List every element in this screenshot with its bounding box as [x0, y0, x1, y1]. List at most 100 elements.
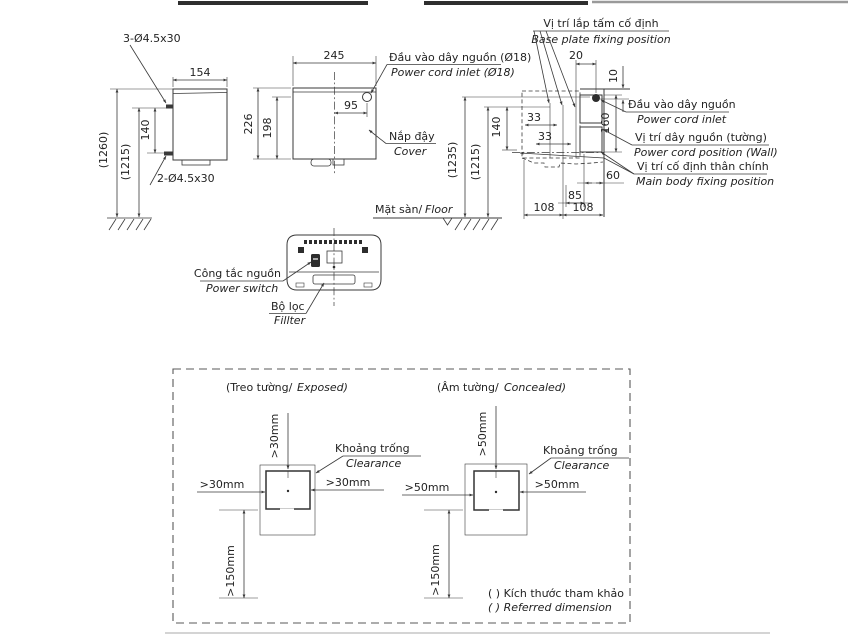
clearance-box: (Treo tường/ Exposed) >30mm >30mm >30mm … [172, 368, 631, 624]
concealed-clearance-en: Clearance [554, 459, 610, 472]
concealed-top-dim: >50mm [476, 412, 489, 457]
cover-callout: Nắp đậy Cover [368, 129, 436, 158]
dim-95: 95 [344, 99, 358, 112]
dim-10: 10 [607, 69, 620, 83]
floor-hatch-left [107, 217, 152, 231]
floor-line: Mặt sàn/ Floor [373, 203, 502, 231]
cover-label-en: Cover [394, 145, 428, 158]
section-dim-160: 160 [599, 94, 618, 153]
exposed-clearance-en: Clearance [346, 457, 402, 470]
front-dim-245: 245 [292, 49, 377, 65]
power-cord-inlet-hole [362, 92, 372, 102]
inlet-label-vi: Đầu vào dây nguồn (Ø18) [389, 51, 531, 64]
filter-vi: Bộ lọc [271, 300, 305, 313]
exposed-clearance-vi: Khoảng trống [335, 442, 410, 455]
clearance-concealed: (Âm tường/ Concealed) >50mm >50mm >50mm … [402, 381, 629, 599]
base-plate-label-vi: Vị trí lắp tấm cố định [543, 17, 658, 30]
side-dim-1215: (1215) [119, 107, 141, 218]
dim-1215: (1215) [119, 144, 132, 181]
base-plate-label-en: Base plate fixing position [531, 33, 670, 46]
section-dim-85: 85 [558, 189, 592, 205]
exposed-top-dim: >30mm [268, 414, 281, 459]
section-dim-60: 60 [577, 169, 624, 185]
dim-108-left: 108 [534, 201, 555, 214]
bottom-view: Công tắc nguồn Power switch Bộ lọc Fillt… [194, 228, 382, 327]
vent-row [304, 240, 362, 244]
dim-140: 140 [139, 120, 152, 141]
exposed-title-en: Exposed) [297, 381, 348, 394]
concealed-title-vi: (Âm tường/ [437, 381, 499, 394]
section-inlet-vi: Đầu vào dây nguồn [628, 98, 736, 111]
side-dim-140: 140 [139, 107, 157, 154]
power-switch-vi: Công tắc nguồn [194, 267, 281, 280]
main-body-en: Main body fixing position [636, 175, 774, 188]
dim-245: 245 [324, 49, 345, 62]
exposed-right-dim: >30mm [326, 476, 371, 489]
crop-edge-lines [165, 0, 848, 634]
concealed-clearance-vi: Khoảng trống [543, 444, 618, 457]
section-dim-140: 140 [490, 106, 509, 151]
wall-section-view: 20 10 33 33 140 (1235) (1215) [446, 17, 778, 219]
note-referred-vi: ( ) Kích thước tham khảo [488, 587, 624, 600]
exposed-title-vi: (Treo tường/ [226, 381, 293, 394]
dim-160: 160 [599, 113, 612, 134]
concealed-right-dim: >50mm [535, 478, 580, 491]
exposed-clearance-hatch [259, 464, 316, 536]
clearance-exposed: (Treo tường/ Exposed) >30mm >30mm >30mm … [197, 381, 421, 599]
inlet-label-en: Power cord inlet (Ø18) [391, 66, 515, 79]
section-dim-33-lower: 33 [535, 130, 572, 146]
concealed-title-en: Concealed) [504, 381, 566, 394]
dim-60: 60 [606, 169, 620, 182]
front-dim-198: 198 [261, 96, 279, 160]
dim-33-upper: 33 [527, 111, 541, 124]
cover-label-vi: Nắp đậy [389, 130, 435, 143]
front-dim-226: 226 [242, 87, 260, 160]
section-dim-1235: (1235) [446, 96, 467, 218]
filter-en: Fillter [274, 314, 307, 327]
dim-108-right: 108 [573, 201, 594, 214]
floor-datum-triangle [442, 217, 453, 226]
power-switch-callout: Công tắc nguồn Power switch [194, 261, 312, 295]
dim-20: 20 [569, 49, 583, 62]
side-dim-154: 154 [172, 66, 228, 82]
cord-wall-en: Power cord position (Wall) [634, 146, 778, 159]
floor-label-en: Floor [425, 203, 454, 216]
filter-callout: Bộ lọc Fillter [269, 282, 325, 327]
section-inlet-en: Power cord inlet [637, 113, 727, 126]
dim-1260: (1260) [97, 132, 110, 169]
side-dim-1260: (1260) [97, 88, 119, 218]
dim-198: 198 [261, 118, 274, 139]
dim-140-section: 140 [490, 117, 503, 138]
main-body-callout: Vị trí cố định thân chính Main body fixi… [519, 151, 774, 188]
concealed-left-dim: >50mm [405, 481, 450, 494]
concealed-bottom-dim: >150mm [429, 544, 442, 596]
screws-top-label: 3-Ø4.5x30 [123, 32, 181, 45]
main-body-vi: Vị trí cố định thân chính [637, 160, 769, 173]
inlet-callout: Đầu vào dây nguồn (Ø18) Power cord inlet… [370, 51, 531, 94]
dim-226: 226 [242, 114, 255, 135]
dim-1235: (1235) [446, 142, 459, 179]
dim-33-lower: 33 [538, 130, 552, 143]
base-plate-hatch-lower [579, 126, 603, 153]
section-dim-10: 10 [607, 66, 625, 112]
base-plate-callout: Vị trí lắp tấm cố định Base plate fixing… [531, 17, 671, 108]
section-dim-33-upper: 33 [524, 111, 558, 127]
dim-154: 154 [190, 66, 211, 79]
cord-wall-vi: Vị trí dây nguồn (tường) [635, 131, 767, 144]
exposed-bottom-dim: >150mm [224, 545, 237, 597]
floor-label-vi: Mặt sàn/ [375, 203, 422, 216]
section-dim-108s: 108 108 [523, 201, 604, 217]
section-inlet-callout: Đầu vào dây nguồn Power cord inlet [600, 98, 736, 126]
front-view: 245 226 198 95 Đầu vào dây nguồn (Ø18) P… [242, 49, 531, 174]
cord-wall-callout: Vị trí dây nguồn (tường) Power cord posi… [603, 129, 778, 159]
concealed-dryer-outline [473, 470, 520, 511]
section-dim-1215: (1215) [469, 106, 490, 218]
filter-slot [312, 274, 356, 285]
exposed-left-dim: >30mm [200, 478, 245, 491]
dim-1215-section: (1215) [469, 144, 482, 181]
power-switch-en: Power switch [206, 282, 278, 295]
front-dim-95: 95 [334, 99, 368, 117]
screws-bottom-label: 2-Ø4.5x30 [157, 172, 215, 185]
